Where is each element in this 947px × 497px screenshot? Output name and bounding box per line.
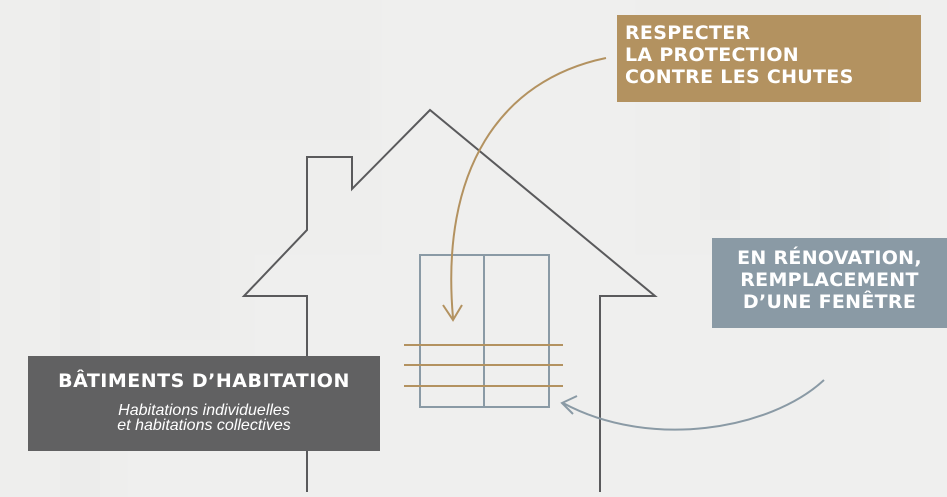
- callout-line: RESPECTER: [625, 22, 751, 44]
- buildings-callout: BÂTIMENTS D’HABITATION Habitations indiv…: [28, 356, 380, 451]
- renovation-callout: EN RÉNOVATION, REMPLACEMENT D’UNE FENÊTR…: [712, 238, 947, 328]
- callout-line: EN RÉNOVATION,: [737, 247, 922, 269]
- house-outline-icon: [241, 108, 658, 492]
- guard-rail-icon: [404, 344, 563, 387]
- callout-line: LA PROTECTION: [625, 44, 799, 66]
- subtitle-line: Habitations individuelles: [118, 402, 290, 419]
- callout-line: CONTRE LES CHUTES: [625, 66, 854, 88]
- callout-line: D’UNE FENÊTRE: [742, 291, 917, 313]
- callout-line: REMPLACEMENT: [740, 269, 919, 291]
- subtitle-line: et habitations collectives: [117, 417, 291, 434]
- fall-protection-callout: RESPECTER LA PROTECTION CONTRE LES CHUTE…: [617, 15, 921, 102]
- buildings-subtitle: Habitations individuelles et habitations…: [28, 402, 380, 434]
- window-icon: [419, 254, 550, 408]
- renovation-arrow: [560, 379, 825, 431]
- fall-protection-arrow: [442, 57, 607, 322]
- buildings-title: BÂTIMENTS D’HABITATION: [58, 370, 350, 392]
